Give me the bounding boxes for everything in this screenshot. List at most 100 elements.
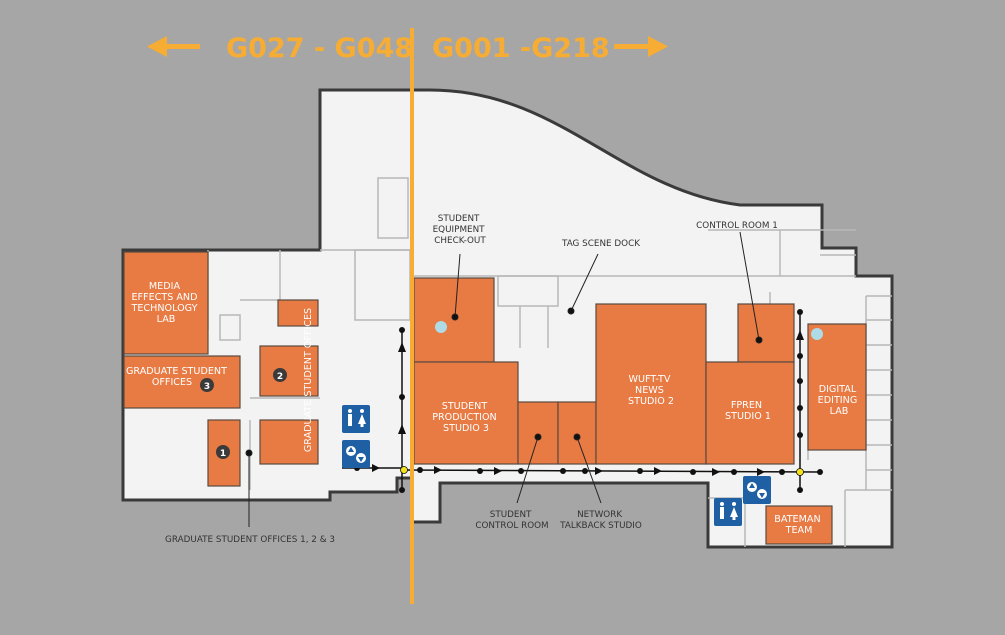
route-junction bbox=[796, 468, 804, 476]
woman-body bbox=[730, 507, 738, 517]
callout-dock: TAG SCENE DOCK bbox=[561, 239, 640, 249]
woman-body bbox=[358, 414, 366, 424]
route-node bbox=[797, 309, 803, 315]
elevator-arrow-up-tip bbox=[749, 483, 755, 488]
leader-dot bbox=[755, 336, 763, 344]
label-line: OFFICES bbox=[152, 377, 192, 388]
range-left: G027 - G048 bbox=[226, 33, 413, 64]
route-arrows bbox=[372, 330, 804, 476]
label-media-lab: MEDIA EFFECTS AND TECHNOLOGY LAB bbox=[131, 281, 201, 325]
label-line: TEAM bbox=[785, 525, 813, 536]
route-node bbox=[731, 469, 737, 475]
route-arrow bbox=[654, 467, 662, 475]
callout-equipment: STUDENT EQUIPMENT CHECK-OUT bbox=[433, 214, 488, 246]
woman-legs bbox=[732, 517, 736, 520]
rooms bbox=[123, 251, 867, 545]
elevator-arrow-up-tip bbox=[348, 447, 354, 452]
arrow-head bbox=[648, 36, 668, 57]
leader-dot bbox=[534, 433, 542, 441]
label-line: LAB bbox=[157, 314, 176, 325]
leader-dot bbox=[245, 449, 253, 457]
label-production-studio: STUDENT PRODUCTION STUDIO 3 bbox=[432, 401, 500, 434]
callout-grad-offices-123: GRADUATE STUDENT OFFICES 1, 2 & 3 bbox=[165, 535, 335, 545]
room-control-room-1 bbox=[737, 303, 795, 363]
label-line: PRODUCTION bbox=[432, 412, 497, 423]
room-media-effects-lab bbox=[123, 251, 209, 355]
marker-1-label: 1 bbox=[220, 449, 226, 459]
label-line: WUFT-TV bbox=[629, 374, 671, 385]
route-node bbox=[637, 468, 643, 474]
label-line: EFFECTS AND bbox=[131, 292, 197, 303]
room-talkback-studio bbox=[557, 401, 597, 465]
callout-line: CONTROL ROOM bbox=[475, 521, 548, 531]
route-node bbox=[417, 467, 423, 473]
callout-line: STUDENT bbox=[490, 510, 532, 520]
room-equipment-checkout bbox=[413, 277, 495, 363]
route-arrow bbox=[494, 467, 502, 475]
leader-control-room-1 bbox=[739, 231, 760, 341]
callout-line: TALKBACK STUDIO bbox=[559, 521, 642, 531]
route-arrow bbox=[796, 330, 804, 340]
elevator-sign-east bbox=[743, 476, 771, 504]
callout-line: STUDENT bbox=[438, 214, 480, 224]
route-node bbox=[560, 468, 566, 474]
route-arrow bbox=[398, 424, 406, 434]
leader-dock bbox=[570, 253, 599, 312]
arrow-shaft bbox=[614, 44, 654, 49]
label-line: STUDIO 2 bbox=[628, 396, 674, 407]
label-line: MEDIA bbox=[149, 281, 181, 292]
range-right: G001 -G218 bbox=[432, 33, 610, 64]
route-node bbox=[817, 469, 823, 475]
route-corridor bbox=[401, 469, 821, 473]
label-digital-lab: DIGITAL EDITING LAB bbox=[818, 384, 861, 417]
arrow-left-icon bbox=[147, 36, 200, 57]
leader-talkback bbox=[576, 436, 602, 504]
info-dot bbox=[811, 328, 823, 340]
room-news-studio-2 bbox=[595, 303, 707, 465]
route-arrow bbox=[372, 464, 380, 472]
label-line: STUDIO 3 bbox=[443, 423, 489, 434]
callout-control-room-1: CONTROL ROOM 1 bbox=[696, 221, 778, 231]
label-grad-offices-vertical: GRADUATE STUDENT OFFICES bbox=[303, 308, 314, 452]
route-node bbox=[399, 394, 405, 400]
leader-dot bbox=[567, 307, 575, 315]
restroom-figures bbox=[720, 502, 738, 520]
route-node bbox=[477, 468, 483, 474]
leader-equipment bbox=[454, 253, 461, 318]
label-bateman: BATEMAN TEAM bbox=[774, 514, 823, 536]
marker-2 bbox=[273, 368, 287, 382]
callout-line: CHECK-OUT bbox=[434, 236, 486, 246]
route-node bbox=[797, 378, 803, 384]
route-arrow bbox=[398, 342, 406, 352]
marker-3 bbox=[200, 378, 214, 392]
label-line: GRADUATE STUDENT bbox=[126, 366, 227, 377]
room-bateman-team bbox=[765, 505, 833, 545]
label-line: DIGITAL bbox=[819, 384, 857, 395]
leader-dot bbox=[573, 433, 581, 441]
label-grad-offices: GRADUATE STUDENT OFFICES bbox=[126, 366, 230, 388]
man-body bbox=[348, 414, 352, 426]
label-line: TECHNOLOGY bbox=[131, 303, 198, 314]
label-fpren: FPREN STUDIO 1 bbox=[725, 400, 771, 422]
callout-line: EQUIPMENT bbox=[433, 225, 486, 235]
label-line: FPREN bbox=[731, 400, 762, 411]
route-node bbox=[797, 353, 803, 359]
elevator-icon bbox=[743, 476, 771, 504]
elevator-arrow-down-tip bbox=[759, 493, 765, 498]
leader-dot bbox=[451, 313, 459, 321]
marker-2-label: 2 bbox=[277, 372, 283, 382]
arrow-shaft bbox=[160, 44, 200, 49]
restroom-sign-east bbox=[714, 498, 742, 526]
room-grad-offices-3 bbox=[123, 355, 241, 409]
label-line: BATEMAN bbox=[774, 514, 820, 525]
callout-control-room: STUDENT CONTROL ROOM bbox=[475, 510, 548, 531]
label-line: LAB bbox=[830, 406, 849, 417]
man-head bbox=[348, 409, 352, 413]
route-arrow bbox=[595, 467, 603, 475]
label-line: STUDIO 1 bbox=[725, 411, 771, 422]
route-node bbox=[779, 469, 785, 475]
route-arrow bbox=[434, 466, 442, 474]
route-node bbox=[399, 487, 405, 493]
marker-1 bbox=[216, 445, 230, 459]
